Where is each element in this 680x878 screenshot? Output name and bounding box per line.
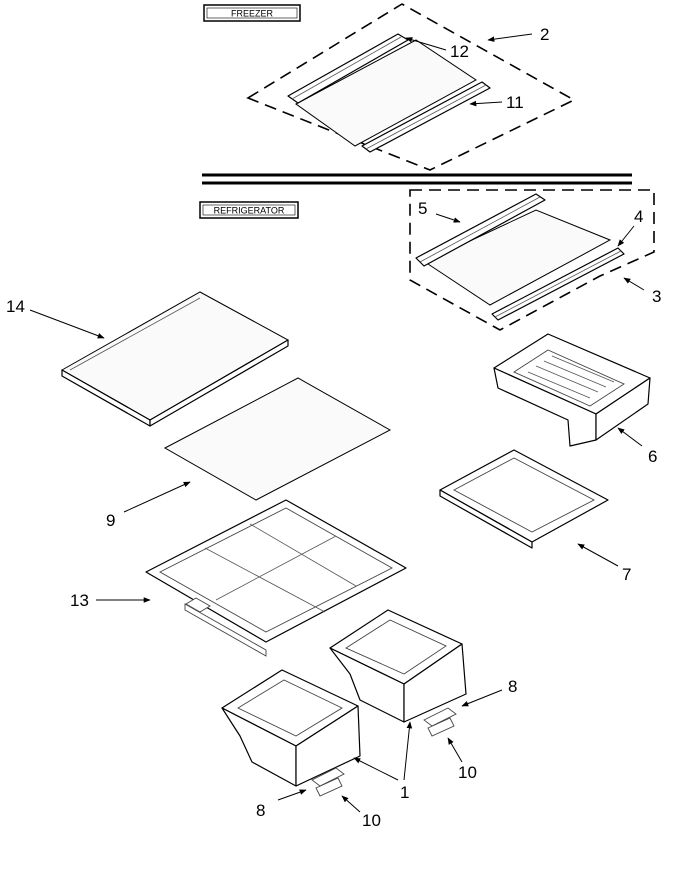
glass-panel xyxy=(163,377,392,501)
glass-shelf-with-trim xyxy=(60,291,290,427)
refrigerator-section-label: REFRIGERATOR xyxy=(199,201,299,219)
callout-10-right: 10 xyxy=(458,763,477,782)
crisper-cover-frame xyxy=(145,499,407,657)
callout-7: 7 xyxy=(622,565,631,584)
refrigerator-shelf-assembly xyxy=(409,189,655,331)
callout-11: 11 xyxy=(506,93,524,112)
callout-labels: 2 12 11 5 4 3 14 6 9 7 13 8 10 1 8 10 xyxy=(6,25,661,830)
freezer-section-label: FREEZER xyxy=(203,4,301,22)
callout-1: 1 xyxy=(400,783,409,802)
freezer-shelf-assembly xyxy=(246,3,576,171)
callout-10-left: 10 xyxy=(362,811,381,830)
callout-13: 13 xyxy=(70,591,89,610)
crisper-drawer-right xyxy=(329,609,467,723)
callout-4: 4 xyxy=(634,207,643,226)
crisper-drawer-left xyxy=(221,669,361,787)
slide-bracket-lower xyxy=(311,767,345,797)
callout-12: 12 xyxy=(450,42,469,61)
deli-drawer xyxy=(493,333,651,447)
callout-9: 9 xyxy=(106,511,115,530)
refrigerator-rail-front xyxy=(415,193,546,267)
drawer-cover xyxy=(439,449,609,549)
refrigerator-shelf-glass xyxy=(423,209,612,306)
section-divider xyxy=(202,173,632,185)
callout-8-right: 8 xyxy=(508,677,517,696)
refrigerator-rail-rear xyxy=(491,247,625,321)
callout-14: 14 xyxy=(6,297,25,316)
callout-5: 5 xyxy=(418,199,427,218)
freezer-shelf-glass xyxy=(295,39,477,147)
callout-6: 6 xyxy=(648,447,657,466)
callout-8-left: 8 xyxy=(256,801,265,820)
svg-text:FREEZER: FREEZER xyxy=(231,9,274,19)
callout-3: 3 xyxy=(652,287,661,306)
svg-text:REFRIGERATOR: REFRIGERATOR xyxy=(214,206,285,216)
slide-bracket-upper xyxy=(423,707,457,737)
callout-2: 2 xyxy=(540,25,549,44)
freezer-rail-rear xyxy=(361,81,491,153)
leader-lines xyxy=(29,33,645,813)
